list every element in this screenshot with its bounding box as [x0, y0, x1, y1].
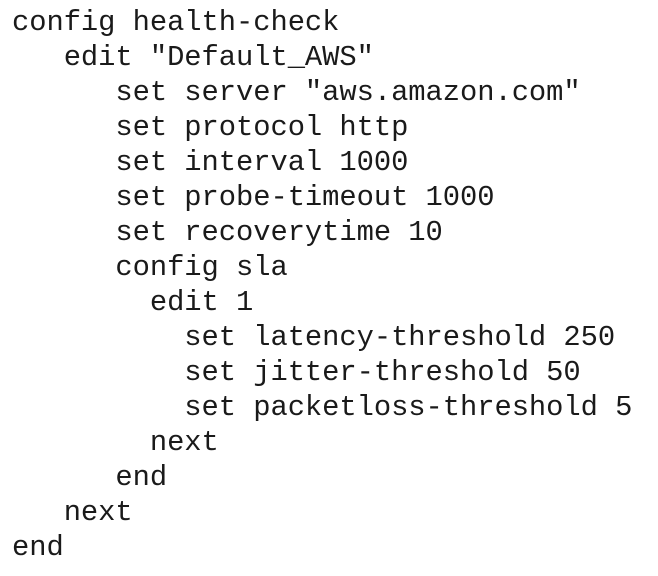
code-line-set-probe-timeout: set probe-timeout 1000	[12, 181, 495, 214]
code-line-next-outer: next	[12, 496, 133, 529]
code-line-end-outer: end	[12, 531, 64, 564]
code-line-set-latency-threshold: set latency-threshold 250	[12, 321, 616, 354]
code-line-set-server: set server "aws.amazon.com"	[12, 76, 581, 109]
code-line-config-health-check: config health-check	[12, 6, 340, 39]
code-line-set-interval: set interval 1000	[12, 146, 409, 179]
code-line-edit-default-aws: edit "Default_AWS"	[12, 41, 374, 74]
code-line-end-inner: end	[12, 461, 168, 494]
config-code-block: config health-check edit "Default_AWS" s…	[12, 5, 632, 565]
code-line-set-protocol: set protocol http	[12, 111, 409, 144]
code-line-edit-1: edit 1	[12, 286, 254, 319]
code-line-set-jitter-threshold: set jitter-threshold 50	[12, 356, 581, 389]
code-line-set-recoverytime: set recoverytime 10	[12, 216, 443, 249]
code-line-next-inner: next	[12, 426, 219, 459]
code-line-config-sla: config sla	[12, 251, 288, 284]
code-line-set-packetloss-threshold: set packetloss-threshold 5	[12, 391, 633, 424]
